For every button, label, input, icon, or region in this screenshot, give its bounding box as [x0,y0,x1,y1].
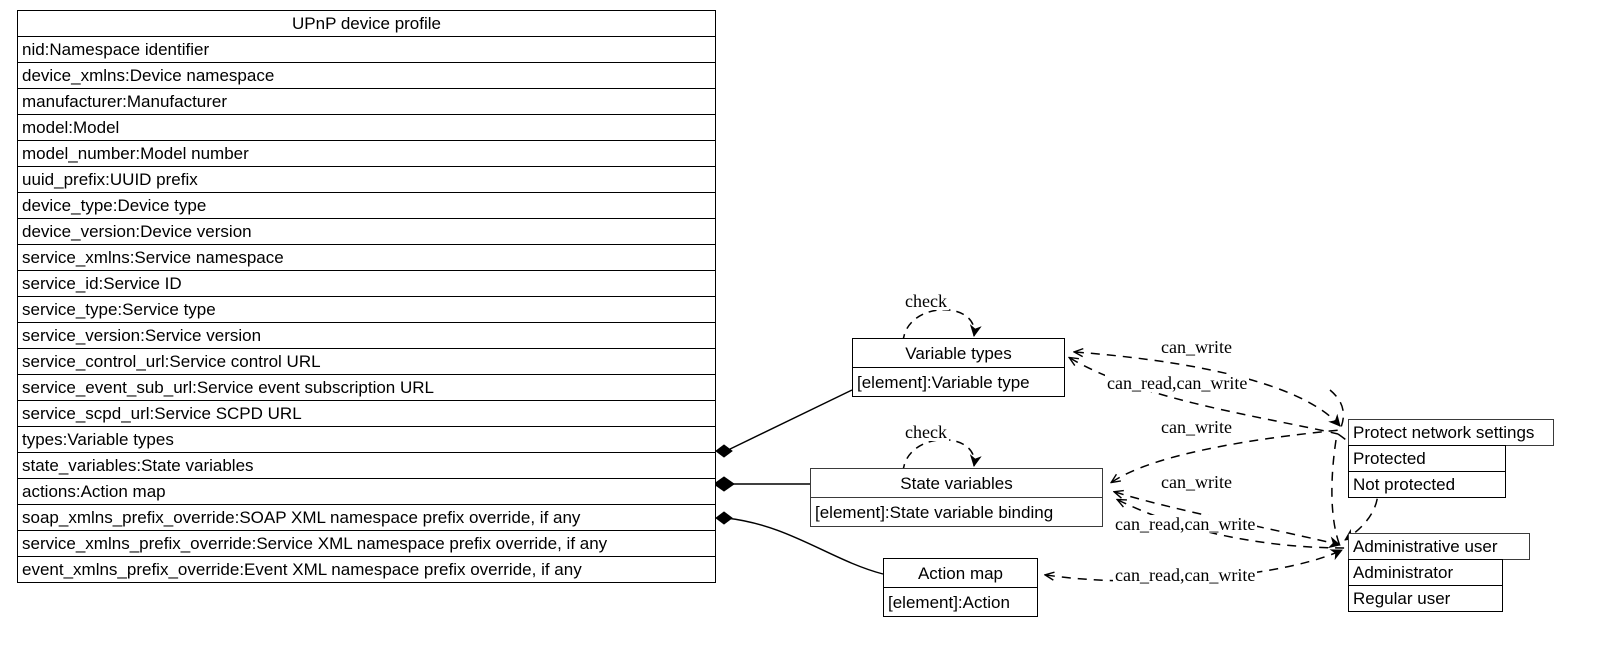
action-map-header: Action map [883,558,1038,588]
composition-diamonds [713,444,735,525]
state-variables-box: State variables [element]:State variable… [810,468,1103,527]
edge-label-sv-admin-can-read-write: can_read,can_write [1113,514,1258,534]
upnp-device-profile-table: UPnP device profile nid:Namespace identi… [17,10,716,583]
administrative-user-header: Administrative user [1348,533,1530,560]
enum-value: Not protected [1348,471,1506,498]
diamond-actions [715,511,733,525]
table-row: state_variables:State variables [17,452,716,479]
enum-value: Administrator [1348,559,1503,586]
table-row: manufacturer:Manufacturer [17,88,716,115]
table-row: actions:Action map [17,478,716,505]
table-row: service_xmlns:Service namespace [17,244,716,271]
table-row: nid:Namespace identifier [17,36,716,63]
profile-table-header: UPnP device profile [17,10,716,37]
diamond-state-variables [713,476,735,492]
variable-types-box: Variable types [element]:Variable type [852,338,1065,397]
table-row: service_id:Service ID [17,270,716,297]
edge-label-vt-admin-can-read-write: can_read,can_write [1105,373,1250,393]
edge-fan-upper [1329,389,1345,431]
variable-types-element: [element]:Variable type [852,367,1065,397]
state-variables-header: State variables [810,468,1103,498]
table-row: model:Model [17,114,716,141]
edge-label-am-admin-can-read-write: can_read,can_write [1113,565,1258,585]
table-row: types:Variable types [17,426,716,453]
protect-network-settings-header: Protect network settings [1348,419,1554,446]
protect-network-settings-box: Protect network settings Protected Not p… [1348,419,1554,498]
table-row: device_version:Device version [17,218,716,245]
table-row: service_version:Service version [17,322,716,349]
edge-label-sv-protect-can-write: can_write [1159,417,1234,437]
edge-label-sv-admin-can-write: can_write [1159,472,1234,492]
table-row: model_number:Model number [17,140,716,167]
table-row: event_xmlns_prefix_override:Event XML na… [17,556,716,583]
table-row: service_event_sub_url:Service event subs… [17,374,716,401]
table-row: service_xmlns_prefix_override:Service XM… [17,530,716,557]
table-row: device_type:Device type [17,192,716,219]
administrative-user-box: Administrative user Administrator Regula… [1348,533,1530,612]
diamond-types [715,444,733,458]
edge-label-check-state-variables: check [903,422,949,442]
table-row: service_control_url:Service control URL [17,348,716,375]
action-map-box: Action map [element]:Action [883,558,1038,617]
action-map-element: [element]:Action [883,587,1038,617]
table-row: service_type:Service type [17,296,716,323]
table-row: service_scpd_url:Service SCPD URL [17,400,716,427]
table-row: uuid_prefix:UUID prefix [17,166,716,193]
state-variables-element: [element]:State variable binding [810,497,1103,527]
edge-label-check-variable-types: check [903,291,949,311]
enum-value: Regular user [1348,585,1503,612]
table-row: soap_xmlns_prefix_override:SOAP XML name… [17,504,716,531]
table-row: device_xmlns:Device namespace [17,62,716,89]
edge-label-vt-protect-can-write: can_write [1159,337,1234,357]
variable-types-header: Variable types [852,338,1065,368]
enum-value: Protected [1348,445,1506,472]
edge-fan-lower [1331,439,1341,547]
